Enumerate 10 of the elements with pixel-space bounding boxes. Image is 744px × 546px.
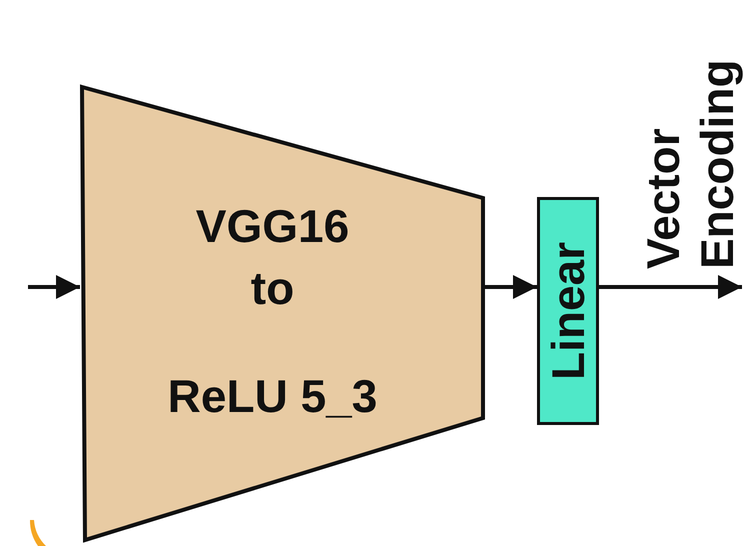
arrow [597, 275, 742, 299]
arrow [28, 275, 80, 299]
block-label: VGG16 [196, 203, 350, 249]
block-label: to [250, 265, 294, 311]
arrow [483, 275, 537, 299]
trapezoid-block [80, 85, 485, 542]
layer-label: Linear [545, 242, 591, 380]
layer-box [537, 197, 599, 425]
block-label: ReLU 5_3 [168, 373, 378, 419]
output-label: Vector Encoding [636, 19, 744, 269]
